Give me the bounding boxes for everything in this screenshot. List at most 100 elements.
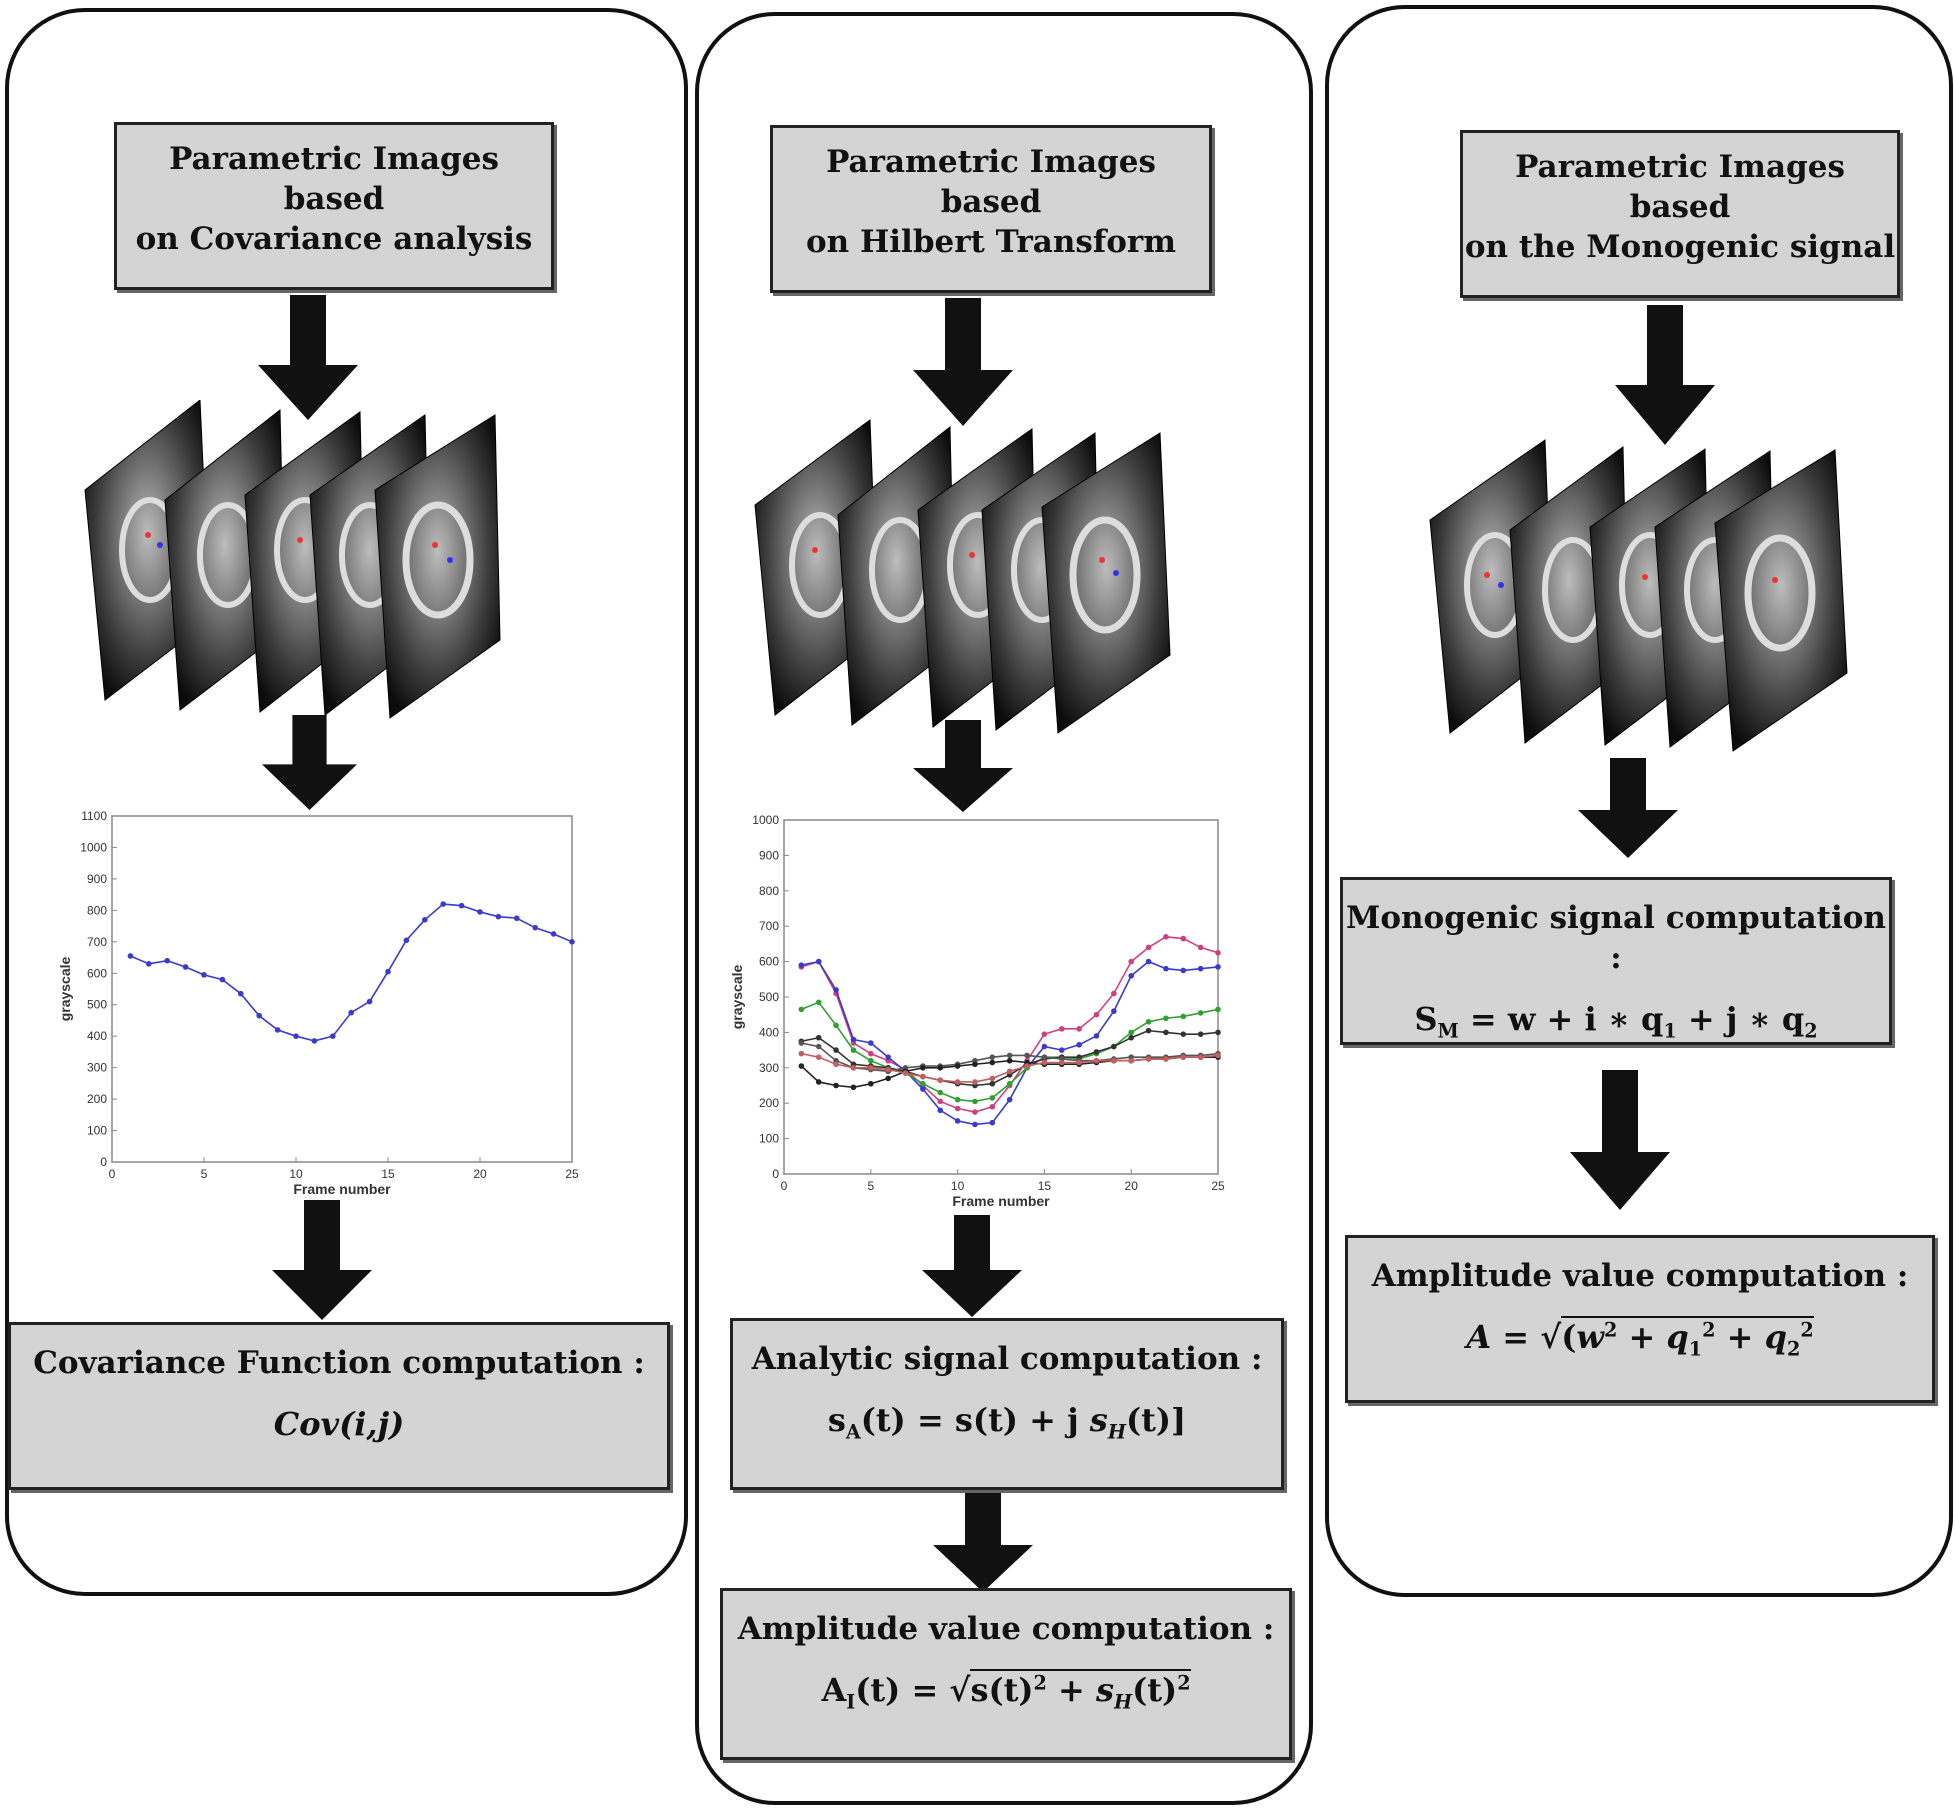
covariance-title: Parametric Images based on Covariance an… bbox=[135, 141, 533, 257]
data-point bbox=[989, 1095, 996, 1101]
y-tick-label: 1000 bbox=[80, 840, 107, 854]
x-tick-label: 5 bbox=[201, 1167, 208, 1181]
x-tick-label: 10 bbox=[951, 1179, 965, 1193]
data-point bbox=[815, 1079, 822, 1085]
monogenic-amplitude-formula: A = √(w2 + q12 + q22 bbox=[1466, 1316, 1814, 1361]
data-point bbox=[1180, 1054, 1187, 1060]
data-point bbox=[989, 1080, 996, 1087]
y-axis-label: grayscale bbox=[57, 956, 73, 1021]
data-point bbox=[1163, 1029, 1169, 1036]
monogenic-computation-label: Monogenic signal computation : bbox=[1346, 900, 1886, 976]
data-point bbox=[868, 1040, 874, 1046]
data-point bbox=[1006, 1052, 1013, 1059]
y-tick-label: 400 bbox=[87, 1029, 107, 1043]
monogenic-computation-box: Monogenic signal computation : SM = w + … bbox=[1340, 877, 1892, 1045]
data-point bbox=[1215, 1006, 1221, 1013]
y-tick-label: 200 bbox=[87, 1092, 107, 1106]
y-axis-label: grayscale bbox=[729, 964, 745, 1029]
y-tick-label: 800 bbox=[759, 884, 779, 898]
data-point bbox=[850, 1065, 857, 1071]
y-tick-label: 900 bbox=[87, 872, 107, 886]
data-point bbox=[127, 953, 134, 959]
monogenic-amplitude-label: Amplitude value computation : bbox=[1371, 1258, 1909, 1294]
monogenic-title-box: Parametric Images based on the Monogenic… bbox=[1460, 130, 1900, 298]
data-point bbox=[972, 1098, 978, 1105]
arrow-down-icon bbox=[1615, 305, 1715, 445]
data-point bbox=[1163, 965, 1169, 972]
analytic-signal-label: Analytic signal computation : bbox=[751, 1341, 1263, 1377]
covariance-title-box: Parametric Images based on Covariance an… bbox=[114, 122, 554, 290]
data-point bbox=[403, 937, 410, 944]
data-point bbox=[868, 1050, 874, 1057]
data-point bbox=[1093, 1033, 1100, 1039]
data-point bbox=[532, 924, 538, 931]
data-point bbox=[1197, 1031, 1204, 1037]
data-point bbox=[1128, 1029, 1134, 1036]
data-point bbox=[954, 1105, 961, 1112]
y-tick-label: 100 bbox=[87, 1124, 107, 1138]
x-tick-label: 25 bbox=[565, 1167, 579, 1181]
data-point bbox=[1111, 990, 1117, 997]
data-point bbox=[1145, 1027, 1152, 1034]
y-tick-label: 1000 bbox=[752, 813, 779, 827]
hilbert-amplitude-formula: AI(t) = √s(t)2 + sH(t)2 bbox=[821, 1669, 1191, 1714]
arrow-down-icon bbox=[1570, 1070, 1670, 1210]
data-point bbox=[885, 1066, 891, 1073]
mri-frame-stack bbox=[754, 419, 1171, 734]
y-tick-label: 500 bbox=[87, 998, 107, 1012]
data-point bbox=[1128, 972, 1134, 979]
data-point bbox=[1197, 944, 1204, 951]
y-tick-label: 400 bbox=[759, 1025, 779, 1039]
plot-frame bbox=[111, 815, 573, 1163]
data-point bbox=[1076, 1041, 1082, 1048]
data-point bbox=[937, 1065, 944, 1071]
y-tick-label: 300 bbox=[87, 1061, 107, 1075]
covariance-computation-label: Covariance Function computation : bbox=[33, 1345, 645, 1381]
data-point bbox=[182, 964, 189, 970]
y-tick-label: 0 bbox=[772, 1167, 779, 1181]
y-tick-label: 700 bbox=[87, 935, 107, 949]
analytic-signal-box: Analytic signal computation : sA(t) = s(… bbox=[730, 1318, 1284, 1490]
data-point bbox=[440, 901, 447, 907]
y-tick-label: 900 bbox=[759, 848, 779, 862]
data-point bbox=[1145, 958, 1152, 965]
x-tick-label: 25 bbox=[1211, 1179, 1225, 1193]
x-tick-label: 15 bbox=[381, 1167, 395, 1181]
data-point bbox=[1128, 1034, 1134, 1041]
data-point bbox=[1058, 1026, 1065, 1032]
hilbert-amplitude-label: Amplitude value computation : bbox=[737, 1611, 1275, 1647]
data-point bbox=[1006, 1080, 1013, 1087]
data-point bbox=[1041, 1043, 1048, 1050]
x-axis-label: Frame number bbox=[952, 1193, 1050, 1209]
data-point bbox=[293, 1033, 299, 1039]
data-point bbox=[1111, 1057, 1117, 1064]
data-point bbox=[902, 1070, 909, 1076]
data-point bbox=[495, 913, 502, 920]
data-point bbox=[1093, 1049, 1100, 1055]
data-point bbox=[833, 1082, 839, 1089]
covariance-computation-box: Covariance Function computation : Cov(i,… bbox=[8, 1322, 670, 1490]
x-tick-label: 10 bbox=[289, 1167, 303, 1181]
data-point bbox=[798, 1050, 805, 1057]
data-point bbox=[833, 987, 839, 993]
data-point bbox=[850, 1047, 857, 1053]
data-point bbox=[885, 1075, 891, 1082]
data-point bbox=[1215, 964, 1221, 970]
data-point bbox=[1111, 1043, 1117, 1050]
data-point bbox=[954, 1096, 961, 1103]
arrow-down-icon bbox=[272, 1200, 372, 1320]
data-point bbox=[1128, 1057, 1134, 1064]
data-point bbox=[1197, 965, 1204, 972]
hilbert-title: Parametric Images based on Hilbert Trans… bbox=[805, 144, 1177, 260]
data-point bbox=[850, 1084, 857, 1091]
data-point bbox=[146, 961, 152, 967]
data-point bbox=[1215, 949, 1221, 956]
data-point bbox=[1024, 1052, 1030, 1059]
data-point bbox=[422, 917, 428, 923]
data-point bbox=[1006, 1096, 1013, 1103]
arrow-down-icon bbox=[913, 298, 1013, 426]
x-tick-label: 0 bbox=[109, 1167, 116, 1181]
data-point bbox=[868, 1080, 874, 1087]
